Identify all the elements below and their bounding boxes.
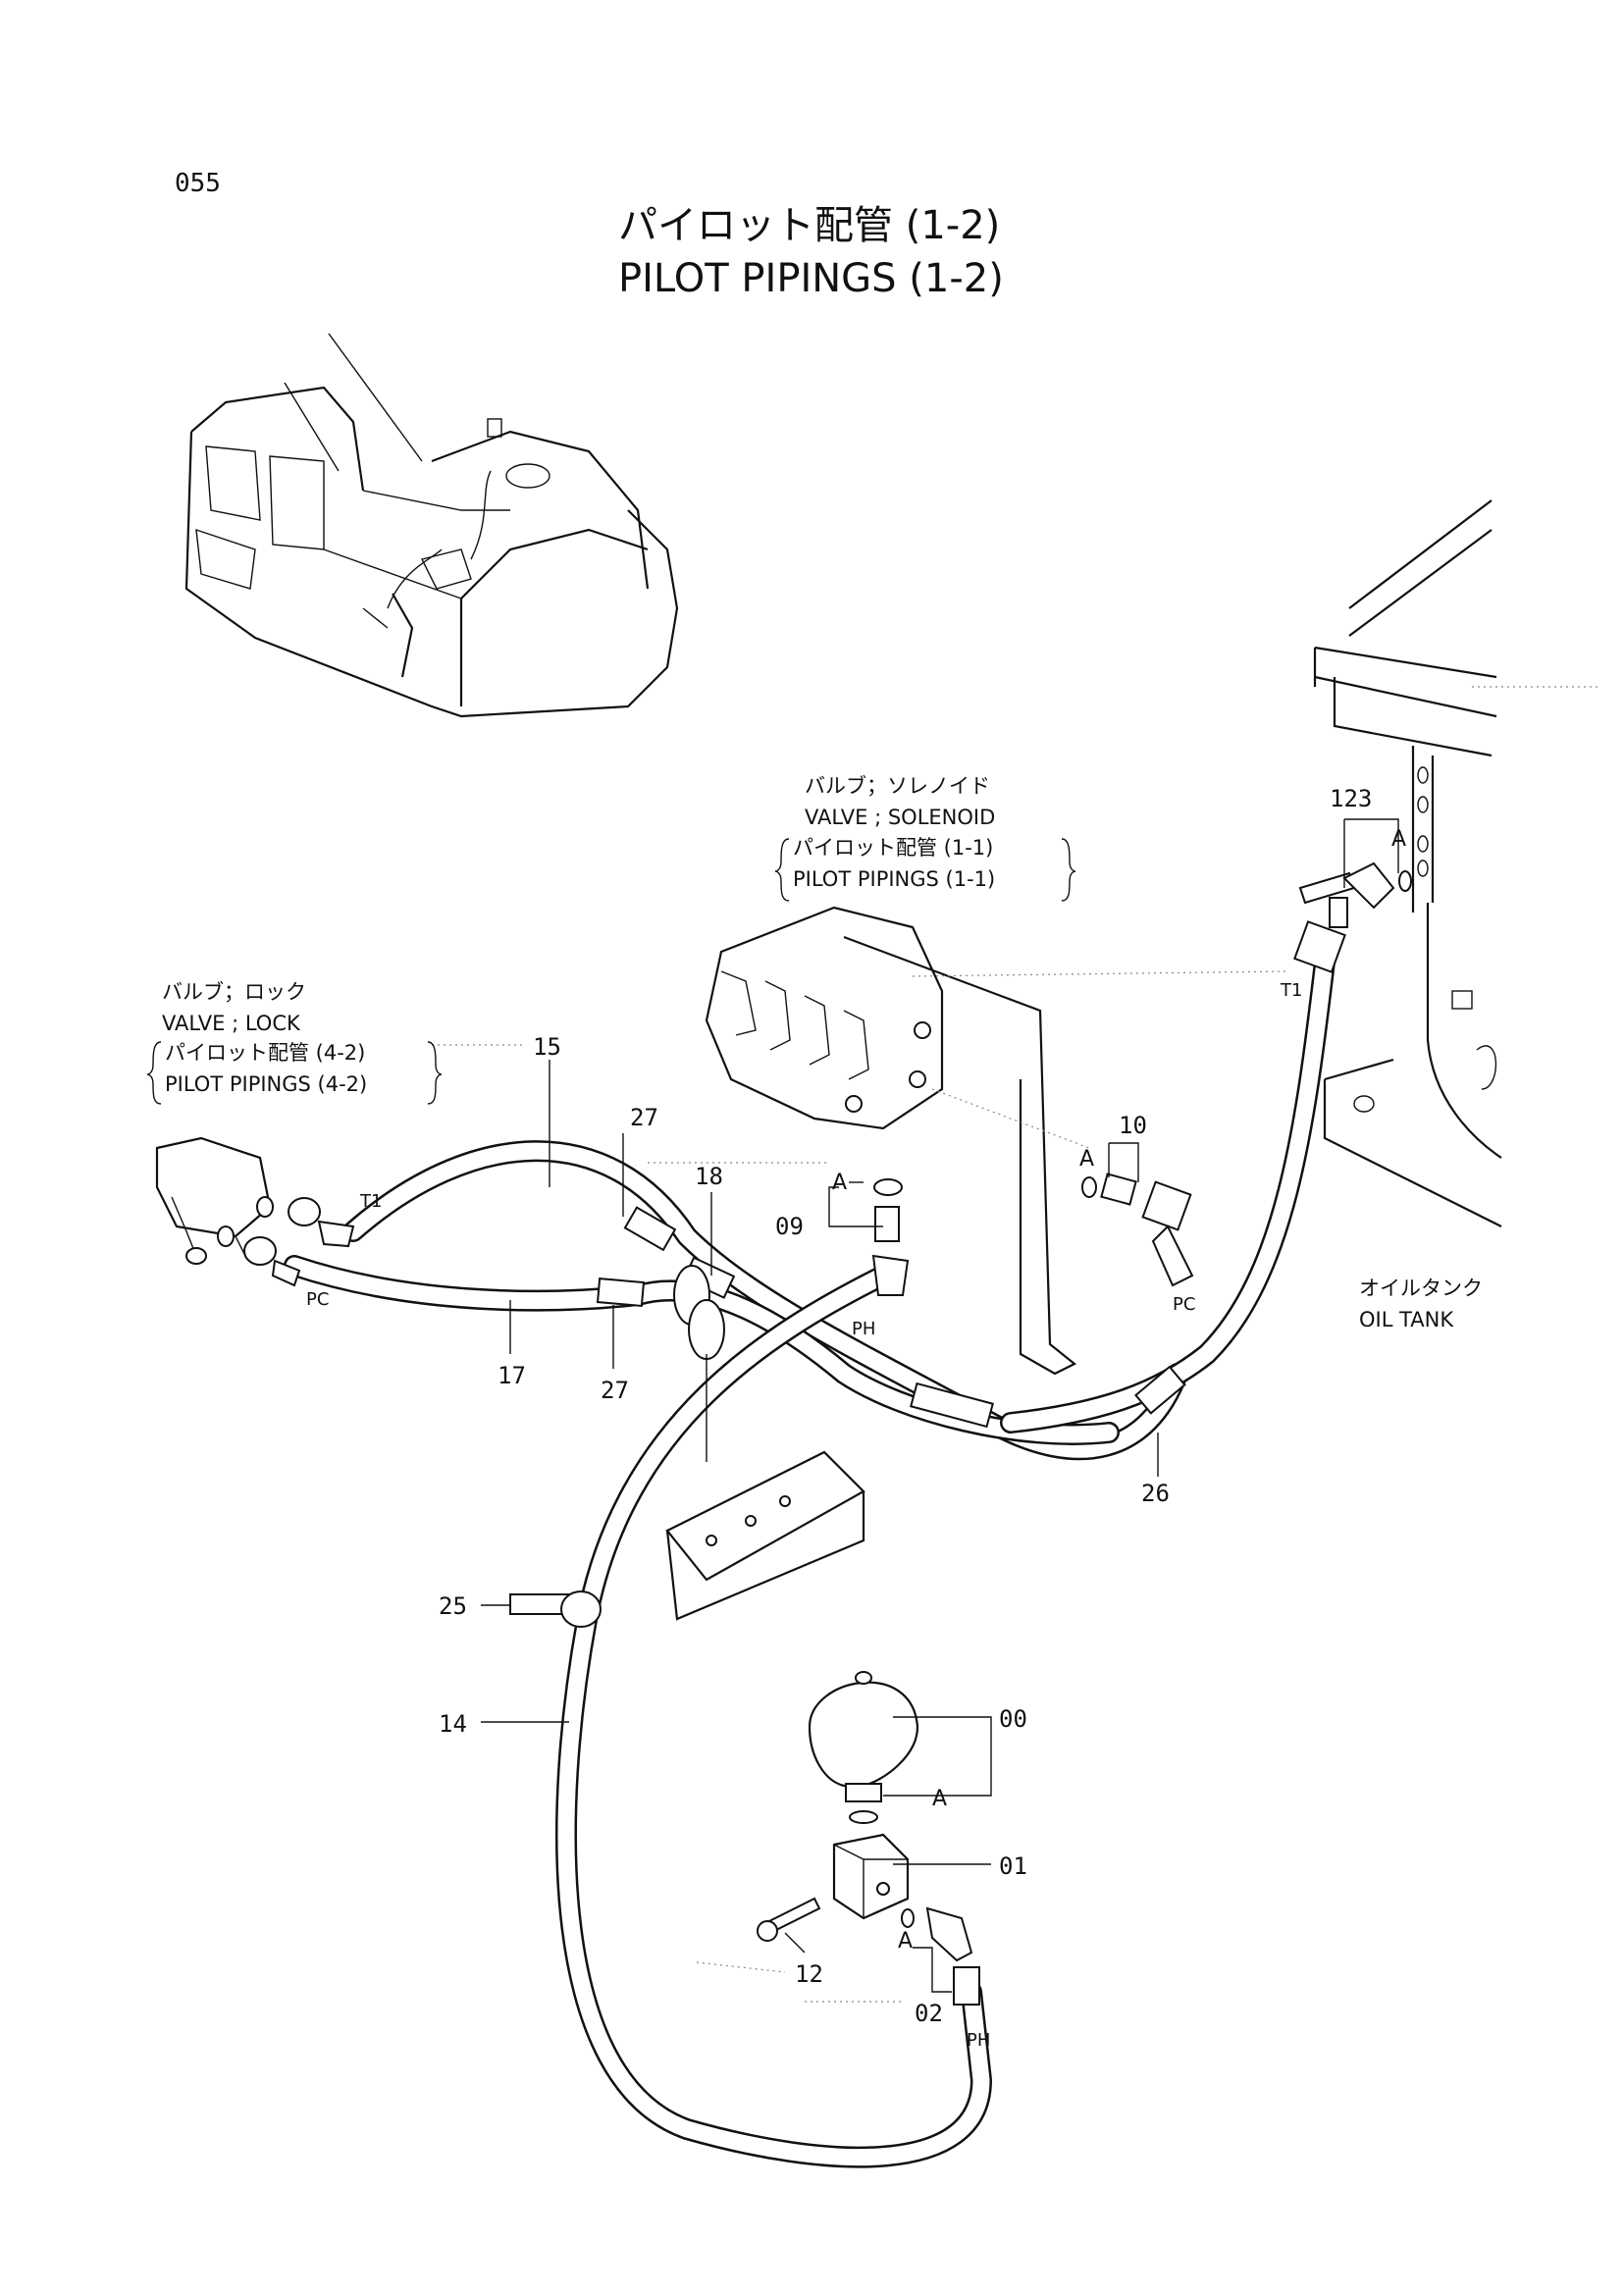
oring-a-09: A [832,1171,847,1195]
reference-lock: バルブ；ロック VALVE ; LOCK パイロット配管 (4-2) PILOT… [146,980,443,1105]
callout-18: 18 [695,1163,723,1190]
lock-valve [155,1136,274,1265]
port-pc-right: PC [1173,1294,1195,1315]
port-labels: T1 T1 PC PC PH PH [306,980,1302,2051]
excavator-overview-illustration [184,333,679,718]
callout-01: 01 [999,1852,1027,1880]
solenoid-valve [705,906,1286,1376]
ref-lock-en: VALVE ; LOCK [162,1012,301,1035]
part-callouts: 123 15 27 18 10 09 17 27 26 25 14 00 01 … [439,785,1372,2027]
port-ph-bottom: PH [967,2030,990,2051]
ref-lock-jp: バルブ；ロック [162,980,306,1004]
ref-oil-tank-jp: オイルタンク [1359,1277,1483,1300]
port-t1-left: T1 [359,1191,382,1212]
port-t1-right: T1 [1280,980,1302,1001]
callout-12: 12 [795,1960,823,1988]
leader-lines [432,818,1399,2003]
ref-solenoid-sub-jp: パイロット配管 (1-1) [793,836,993,860]
callout-17: 17 [498,1362,526,1389]
title-english: PILOT PIPINGS (1-2) [618,256,1004,301]
page-number: 055 [175,169,221,198]
callout-00: 00 [999,1705,1027,1733]
accumulator-assembly [757,1671,980,2006]
callout-14: 14 [439,1710,467,1738]
callout-02: 02 [915,2000,943,2027]
callout-27-top: 27 [630,1104,658,1131]
oring-a-02: A [898,1929,913,1954]
oring-labels: A A A A A [832,827,1406,1954]
callout-10: 10 [1119,1112,1147,1139]
callout-27-bottom: 27 [601,1377,629,1404]
ref-solenoid-jp: バルブ；ソレノイド [805,774,990,798]
hoses [284,951,1336,2168]
ref-solenoid-en: VALVE ; SOLENOID [805,806,995,829]
callout-15: 15 [533,1033,561,1061]
callout-123: 123 [1330,785,1372,812]
fittings [243,861,1412,1628]
ref-lock-sub-en: PILOT PIPINGS (4-2) [165,1072,367,1096]
oil-tank-illustration [1313,499,1599,1227]
reference-oil-tank: オイルタンク OIL TANK [1359,1277,1483,1331]
oring-a-00: A [932,1787,947,1811]
ref-solenoid-sub-en: PILOT PIPINGS (1-1) [793,867,995,891]
callout-25: 25 [439,1592,467,1620]
reference-solenoid: バルブ；ソレノイド VALVE ; SOLENOID パイロット配管 (1-1)… [774,774,1076,902]
title-japanese: パイロット配管 (1-2) [618,203,1000,248]
callout-09: 09 [775,1213,804,1240]
ref-lock-sub-jp: パイロット配管 (4-2) [165,1041,365,1065]
oring-a-123: A [1391,827,1406,852]
callout-26: 26 [1141,1480,1170,1507]
ref-oil-tank-en: OIL TANK [1359,1308,1454,1331]
port-pc-left: PC [306,1289,329,1310]
oring-a-10: A [1079,1147,1094,1172]
clamp-bracket [665,1265,865,1621]
port-ph-mid: PH [852,1319,875,1339]
